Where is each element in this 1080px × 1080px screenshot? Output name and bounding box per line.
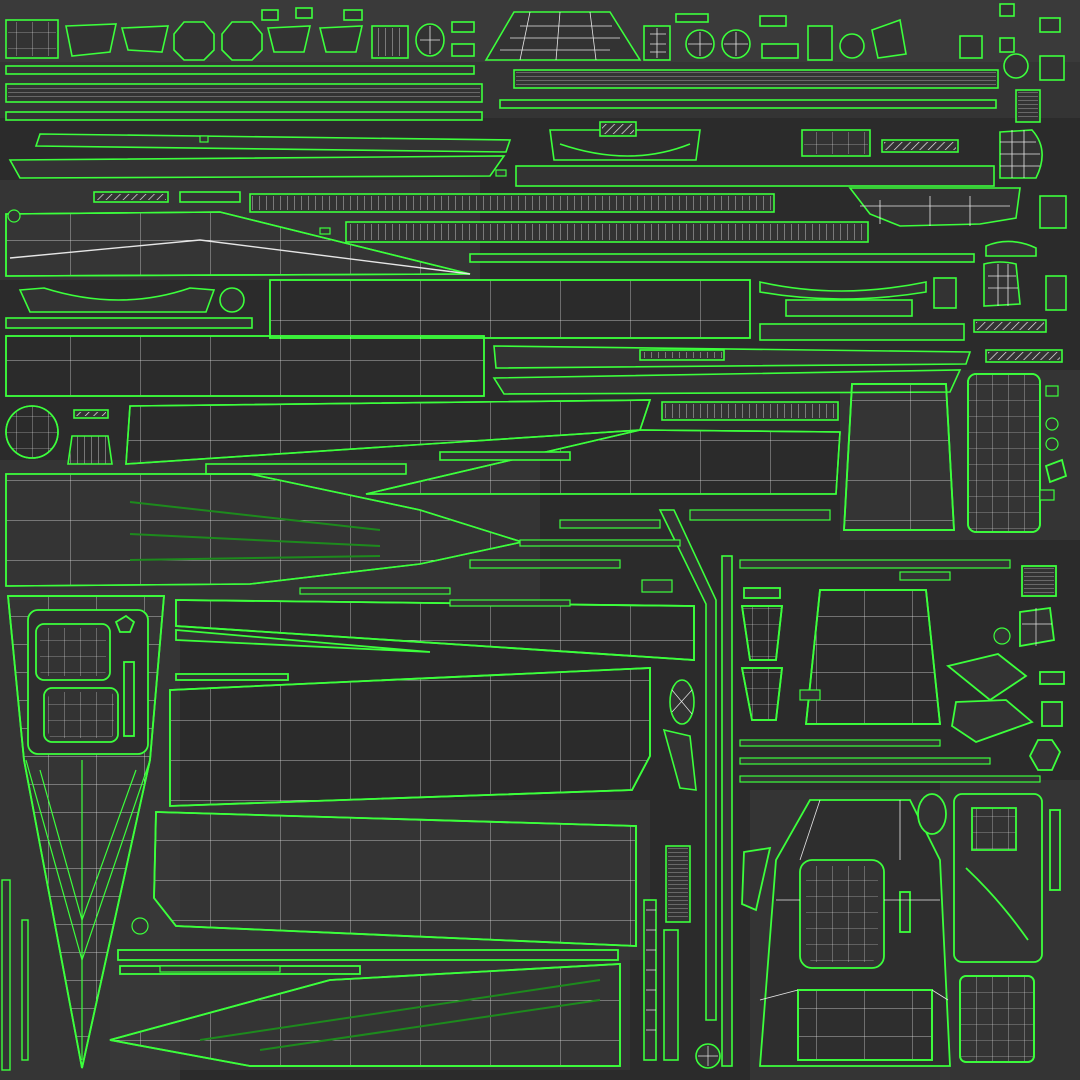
uv-island-hull-left xyxy=(7,595,165,1069)
uv-island-right-panels xyxy=(843,373,1068,597)
uv-wire-blade-upper xyxy=(9,239,471,275)
uv-island-long-strips xyxy=(5,65,999,263)
uv-island-trapezoid-mid xyxy=(5,399,841,495)
uv-small-fragments xyxy=(7,135,1059,973)
uv-island-center-panels xyxy=(109,599,695,1067)
uv-wire-right-lower xyxy=(1022,608,1052,646)
uv-island-right-lower xyxy=(740,587,1065,771)
uv-island-hull-left-strips xyxy=(1,879,29,1071)
uv-wire-hull-left xyxy=(25,759,151,1060)
uv-wire-hull-right xyxy=(759,799,949,1001)
uv-island-panel-left xyxy=(5,335,972,397)
uv-wire-top-row xyxy=(420,11,748,61)
uv-island-hull-right xyxy=(741,793,1061,1067)
uv-island-top-row xyxy=(5,3,1065,81)
uv-wire-vertical xyxy=(646,689,718,1066)
uv-wire-center xyxy=(199,979,601,1051)
uv-wire-blade-lower xyxy=(129,501,381,561)
uv-wire-upper-right xyxy=(860,130,1040,306)
uv-island-tool-band xyxy=(5,279,1063,363)
